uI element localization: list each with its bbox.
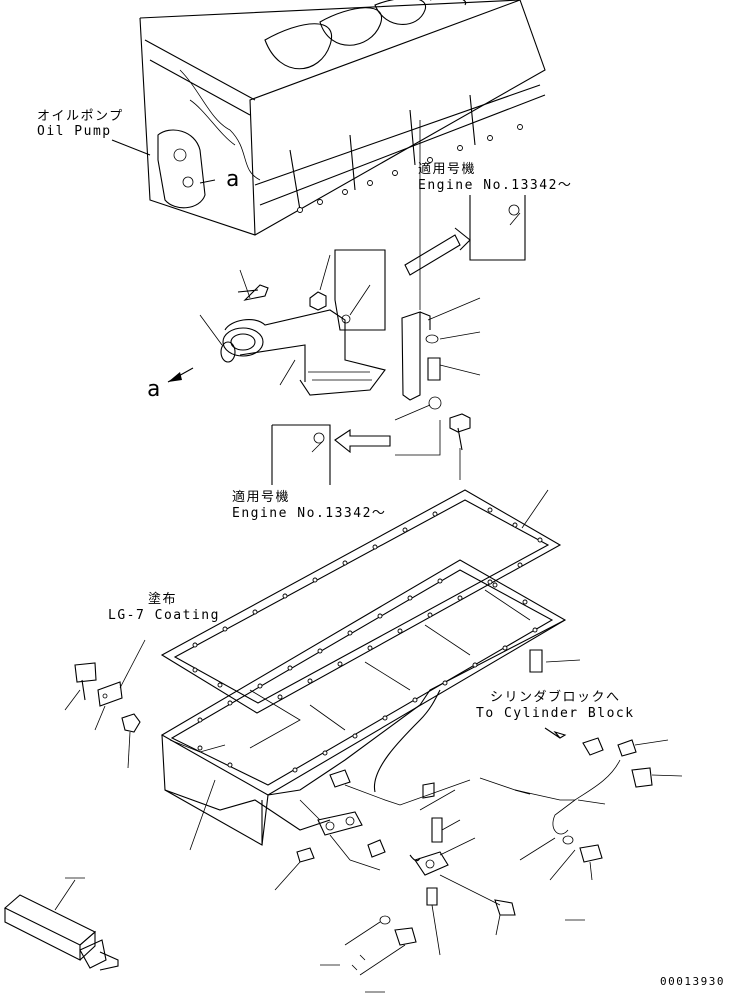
applicable-serial-label-jp-lower: 適用号機 <box>232 490 291 505</box>
oil-pump-label-jp: オイルポンプ <box>37 109 124 124</box>
applicable-serial-label-jp-upper: 適用号機 <box>418 162 477 177</box>
reference-a-label-top: a <box>226 167 240 192</box>
bracket-detail <box>309 227 471 331</box>
leader-lines <box>65 877 585 993</box>
coating-label-jp: 塗布 <box>148 592 178 607</box>
oil-strainer <box>167 269 386 396</box>
right-fasteners <box>479 649 683 881</box>
oil-pump-label-en: Oil Pump <box>37 124 112 139</box>
reference-a-label-strainer: a <box>147 377 161 402</box>
applicable-serial-label-en-upper: Engine No.13342～ <box>418 178 573 193</box>
oil-pan <box>160 559 567 851</box>
to-cylinder-block-label-jp: シリンダブロックへ <box>490 690 621 705</box>
coating-label-en: LG-7 Coating <box>108 608 220 623</box>
oil-pan-gasket <box>160 489 562 714</box>
detail-box-upper <box>469 195 526 261</box>
center-fasteners <box>274 689 516 976</box>
detail-box-lower <box>271 424 391 485</box>
oil-pump <box>111 129 216 209</box>
applicable-serial-label-en-lower: Engine No.13342～ <box>232 506 387 521</box>
to-cylinder-block-label-en: To Cylinder Block <box>476 706 635 721</box>
engine-block <box>139 0 546 310</box>
left-fasteners <box>64 639 146 769</box>
drain-tool <box>4 879 119 971</box>
support-bracket <box>394 297 481 480</box>
figure-number: 00013930 <box>660 975 725 988</box>
